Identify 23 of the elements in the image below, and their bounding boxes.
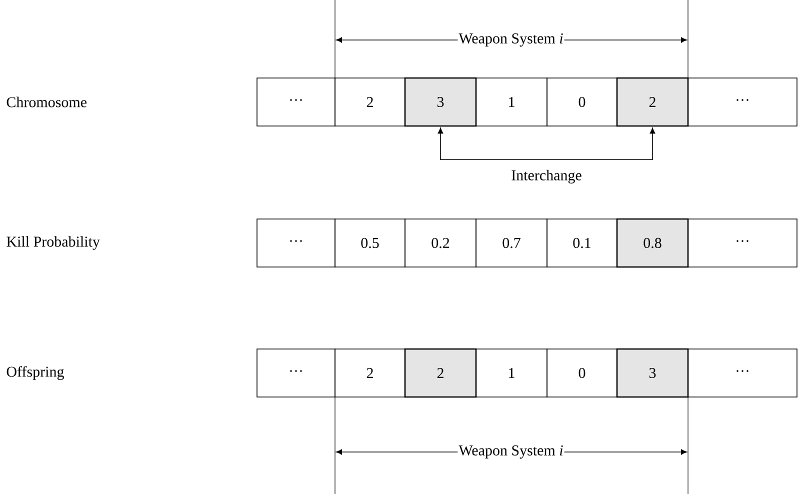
cell: 1 — [476, 348, 548, 398]
cell: ··· — [256, 78, 336, 126]
cell: 1 — [476, 78, 548, 126]
cell: ··· — [256, 348, 336, 398]
cell: ··· — [688, 78, 798, 126]
row-label: Offspring — [6, 366, 64, 380]
edge-label: Interchange — [512, 170, 582, 184]
row-label: Kill Probability — [6, 236, 100, 250]
dimension-label: Weapon System i — [458, 33, 563, 47]
dimension-label: Weapon System i — [458, 445, 563, 459]
cell: 0.2 — [404, 218, 476, 268]
cell: ··· — [256, 218, 336, 268]
cell: 3 — [404, 77, 477, 127]
row-label: Chromosome — [6, 96, 87, 108]
cell: 0.7 — [476, 218, 548, 268]
cell: ··· — [688, 218, 798, 268]
cell: 0.5 — [334, 218, 406, 268]
cell: 2 — [404, 348, 477, 398]
cell: 2 — [616, 77, 689, 127]
cell: 3 — [616, 348, 689, 398]
cell: 0.8 — [616, 218, 689, 268]
cell: ··· — [688, 348, 798, 398]
arrow — [438, 128, 656, 160]
